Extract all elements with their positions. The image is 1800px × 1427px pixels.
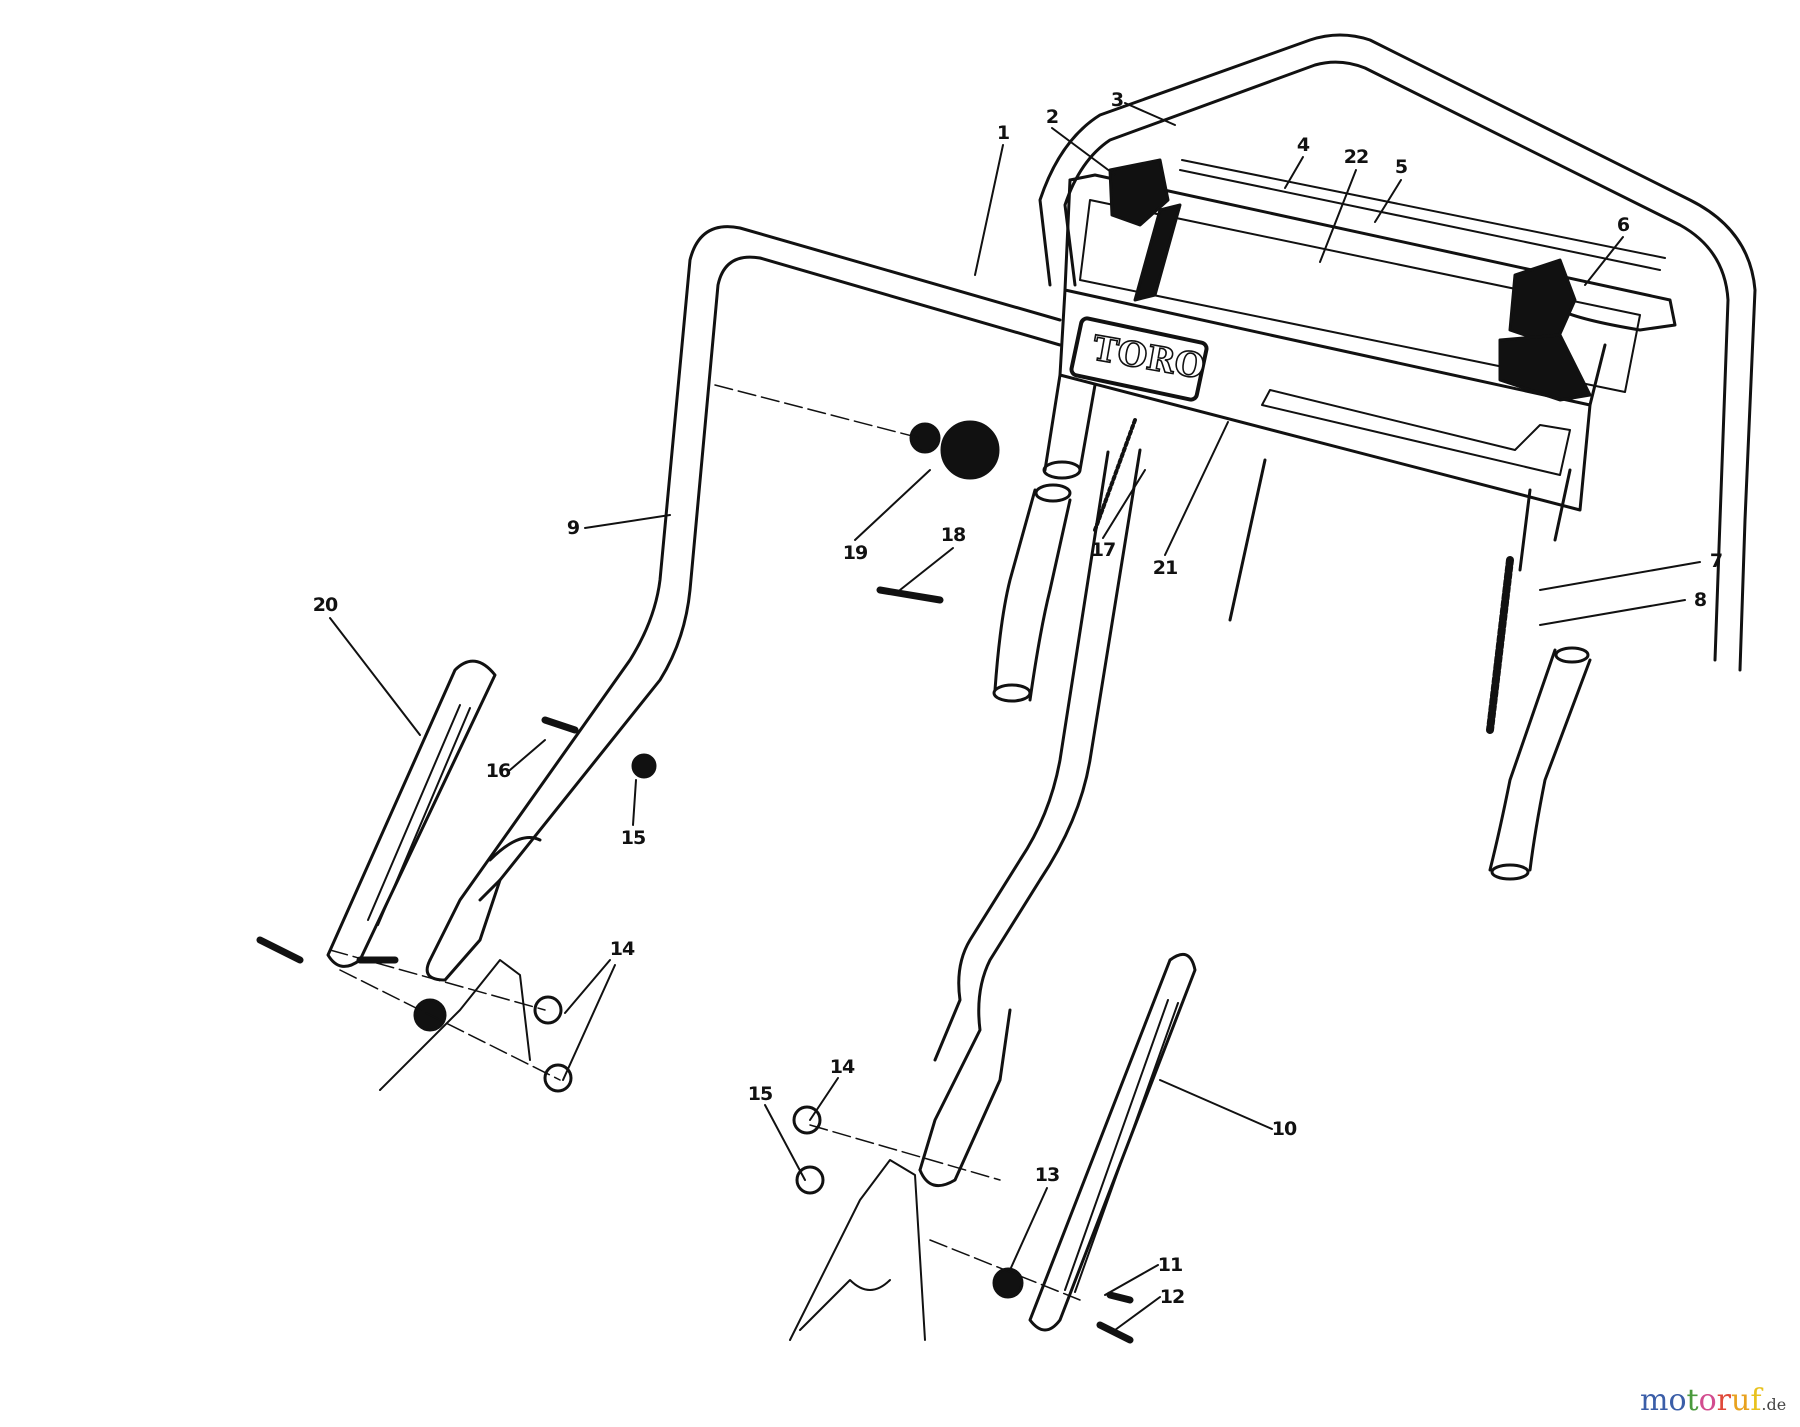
callout-part-1: 1 [996,122,1010,144]
brand-plate [1069,316,1209,402]
callout-part-19: 19 [842,542,868,564]
upper-handle-loop [1038,33,1757,672]
mid-tube-pieces [992,373,1097,703]
callout-part-14: 14 [829,1056,855,1078]
callout-part-11: 11 [1157,1254,1183,1276]
watermark-letters: motoruf [1640,1383,1761,1418]
callout-part-2: 2 [1045,106,1059,128]
watermark-letter: o [1698,1383,1717,1418]
callout-part-15: 15 [747,1083,773,1105]
control-knobs [909,158,1592,480]
right-handle-tube [918,448,1267,1188]
watermark-letter: f [1750,1383,1762,1418]
watermark-letter: m [1640,1383,1669,1418]
callout-part-17: 17 [1090,539,1116,561]
leader-lines [329,102,1701,1331]
left-handle-tube [425,225,1062,982]
callout-part-12: 12 [1159,1286,1185,1308]
callout-part-20: 20 [312,594,338,616]
right-bracket [1028,952,1197,1332]
callout-part-15: 15 [620,827,646,849]
control-panel [1058,159,1677,512]
assembly-lines [329,384,1081,1301]
watermark-motoruf: motoruf.de [1640,1383,1786,1418]
callout-part-13: 13 [1034,1164,1060,1186]
watermark-letter: r [1716,1383,1731,1418]
watermark-tld: .de [1761,1395,1787,1414]
callout-part-4: 4 [1296,134,1310,156]
cable-spring [1093,418,1514,734]
callout-part-9: 9 [566,517,580,539]
watermark-letter: t [1686,1383,1699,1418]
right-tube-pieces [1488,468,1592,881]
fasteners [256,586,1134,1344]
callout-part-5: 5 [1394,156,1408,178]
callout-part-22: 22 [1343,146,1369,168]
callout-part-18: 18 [940,524,966,546]
callout-part-8: 8 [1693,589,1707,611]
left-bracket [326,659,497,968]
watermark-letter: u [1730,1383,1751,1418]
watermark-letter: o [1668,1383,1687,1418]
deck-fragments [379,959,926,1341]
callout-part-3: 3 [1110,89,1124,111]
callout-part-10: 10 [1271,1118,1297,1140]
callout-part-14: 14 [609,938,635,960]
callout-part-6: 6 [1616,214,1630,236]
callout-part-16: 16 [485,760,511,782]
callout-part-7: 7 [1709,550,1723,572]
callout-part-21: 21 [1152,557,1178,579]
